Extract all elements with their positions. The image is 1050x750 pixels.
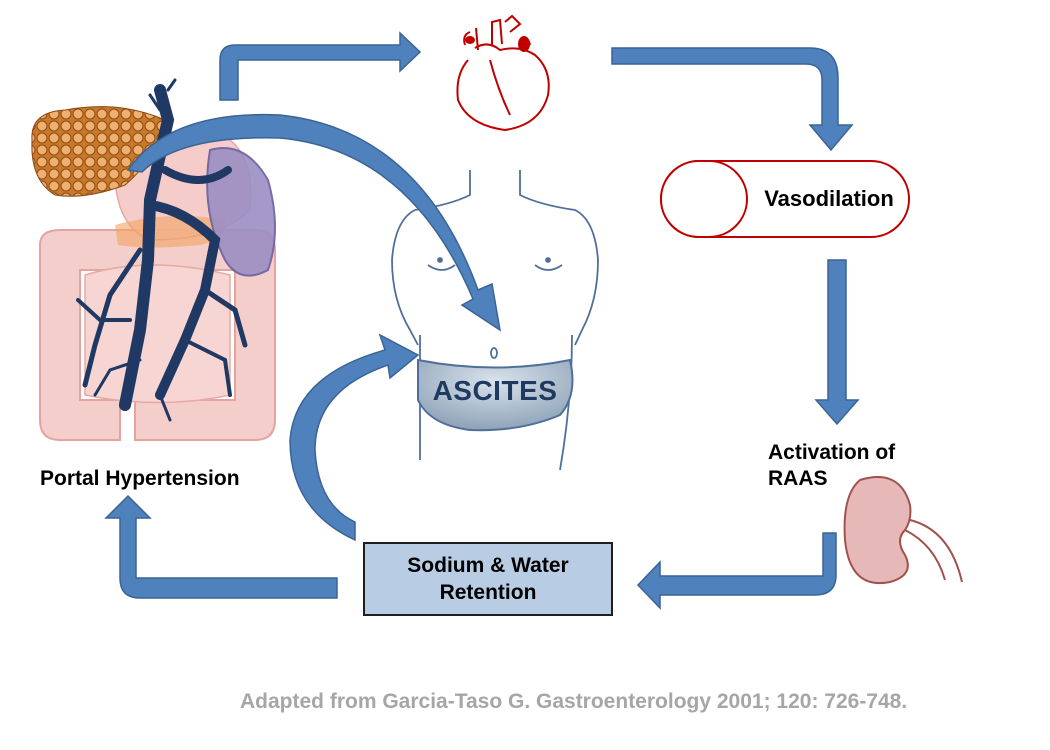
arrow-gut-to-heart [219, 31, 422, 101]
arrow-portal-to-ascites [126, 113, 502, 332]
kidney-icon [843, 476, 963, 585]
heart-icon [456, 14, 550, 132]
retention-line1: Sodium & Water [407, 554, 569, 577]
raas-label-line1: Activation of [768, 441, 896, 464]
retention-line2: Retention [439, 581, 537, 604]
ascites-label: ASCITES [432, 375, 558, 406]
vasodilation-pill-cap [660, 160, 748, 238]
raas-label-line2: RAAS [768, 467, 828, 490]
citation-text: Adapted from Garcia-Taso G. Gastroentero… [240, 690, 908, 713]
arrow-retention-to-portal [104, 494, 338, 599]
raas-label: Activation of RAAS [768, 440, 938, 492]
arrow-heart-to-vasodilation [611, 47, 854, 152]
ascites-belly [417, 358, 574, 432]
arrow-retention-to-ascites [289, 333, 420, 542]
arrow-vasodilation-to-raas [814, 259, 860, 426]
sodium-water-retention-box: Sodium & Water Retention [363, 542, 613, 616]
arrow-raas-to-retention [636, 532, 837, 610]
portal-hypertension-label: Portal Hypertension [40, 467, 240, 490]
vasodilation-label: Vasodilation [764, 186, 894, 211]
